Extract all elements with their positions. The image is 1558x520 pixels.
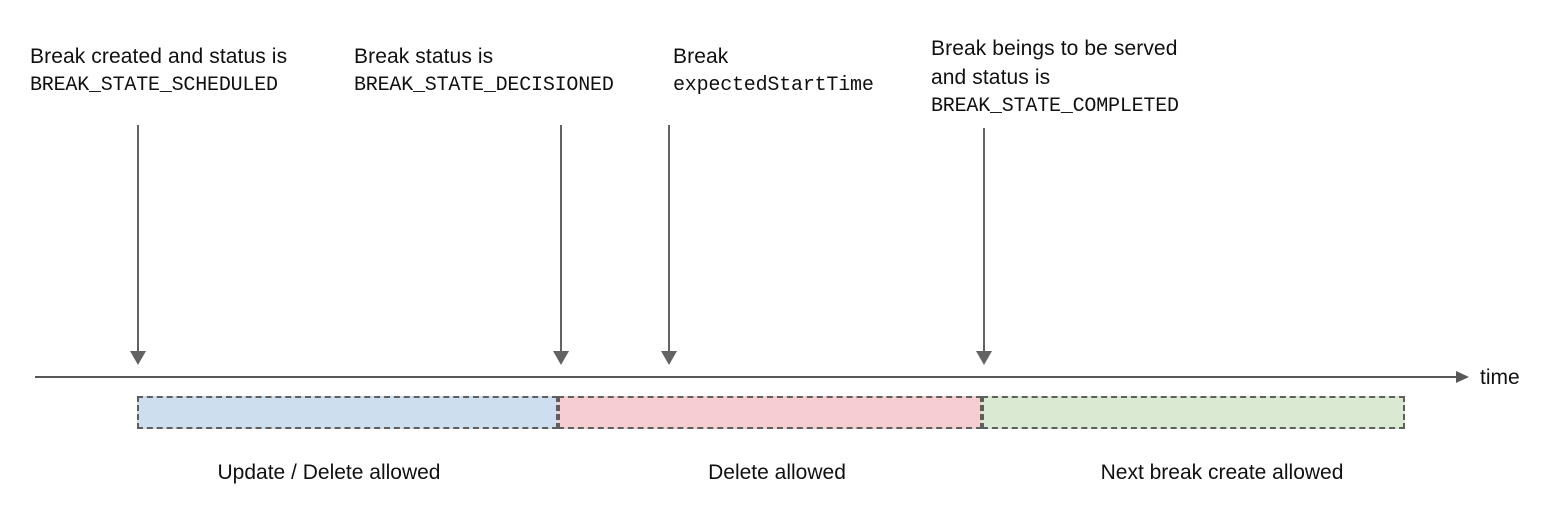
event-annotation-line: Break status is — [354, 45, 494, 68]
arrow-head — [130, 351, 146, 365]
axis-shaft — [35, 376, 1457, 378]
arrow-right-icon — [1456, 371, 1469, 383]
event-annotation-completed: Break beings to be served and status is … — [931, 34, 1179, 121]
event-annotation-line: and status is — [931, 66, 1051, 89]
event-annotation-line: BREAK_STATE_DECISIONED — [354, 74, 614, 97]
axis-label: time — [1480, 366, 1520, 389]
segment-next-break — [982, 396, 1405, 429]
arrow-head — [976, 351, 992, 365]
arrow-shaft — [668, 125, 670, 352]
event-annotation-line: expectedStartTime — [673, 74, 874, 97]
arrow-head — [661, 351, 677, 365]
event-annotation-decisioned: Break status is BREAK_STATE_DECISIONED — [354, 42, 614, 100]
event-annotation-line: Break created and status is — [30, 45, 288, 68]
event-annotation-line: Break beings to be served — [931, 37, 1178, 60]
arrow-head — [553, 351, 569, 365]
event-annotation-line: BREAK_STATE_SCHEDULED — [30, 74, 278, 97]
segment-caption-delete: Delete allowed — [708, 461, 846, 484]
arrow-down-icon-scheduled — [128, 125, 148, 365]
arrow-down-icon-decisioned — [551, 125, 571, 365]
time-axis — [35, 371, 1469, 383]
segment-caption-update-delete: Update / Delete allowed — [217, 461, 441, 484]
event-annotation-line: Break — [673, 45, 729, 68]
segment-update-delete — [137, 396, 558, 429]
arrow-shaft — [983, 128, 985, 352]
segment-delete — [558, 396, 982, 429]
event-annotation-line: BREAK_STATE_COMPLETED — [931, 95, 1179, 118]
event-annotation-expected-start: Break expectedStartTime — [673, 42, 874, 100]
arrow-shaft — [560, 125, 562, 352]
arrow-down-icon-expected-start — [659, 125, 679, 365]
arrow-down-icon-completed — [974, 128, 994, 365]
event-annotation-scheduled: Break created and status is BREAK_STATE_… — [30, 42, 287, 100]
arrow-shaft — [137, 125, 139, 352]
segment-caption-next-break: Next break create allowed — [1100, 461, 1344, 484]
